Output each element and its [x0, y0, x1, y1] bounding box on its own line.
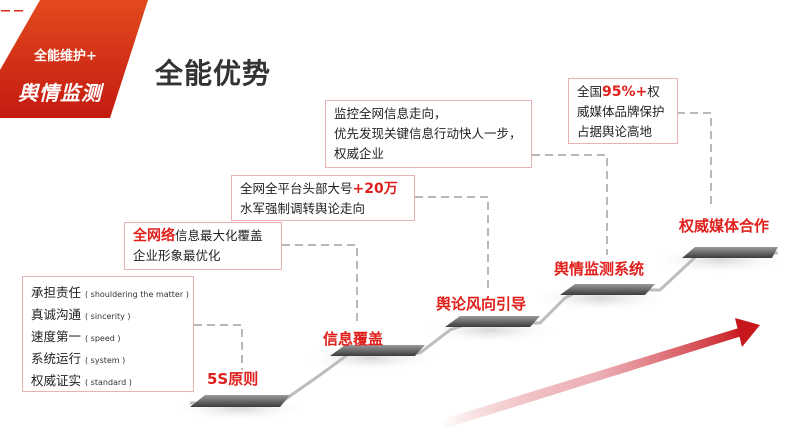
stage-2-description: 全网络信息最大化覆盖 企业形象最优化 [124, 222, 282, 270]
stage-5-label: 权威媒体合作 [679, 217, 770, 235]
trend-arrow-icon [440, 318, 760, 430]
stage-5-description: 全国95%+权 威媒体品牌保护 占据舆论高地 [568, 78, 678, 144]
stage-3-label: 舆论风向引导 [436, 295, 527, 313]
stage-1-label: 5S原则 [207, 370, 259, 388]
stage-4-description: 监控全网信息走向， 优先发现关键信息行动快人一步， 权威企业 [325, 100, 532, 168]
stage-1-description: 承担责任 ( shouldering the matter ) 真诚沟通 ( s… [22, 276, 194, 392]
stage-3-description: 全网全平台头部大号+20万 水军强制调转舆论走向 [231, 175, 415, 221]
banner-shape [0, 0, 148, 118]
page-title: 全能优势 [155, 57, 272, 90]
briefcase-icon [1, 0, 23, 19]
banner: 全能维护+ 舆情监测 [0, 0, 150, 118]
banner-subtitle: 全能维护+ [34, 49, 97, 64]
stage-2-label: 信息覆盖 [323, 330, 384, 348]
stage-4-label: 舆情监测系统 [554, 260, 645, 278]
banner-title: 舆情监测 [18, 81, 102, 105]
